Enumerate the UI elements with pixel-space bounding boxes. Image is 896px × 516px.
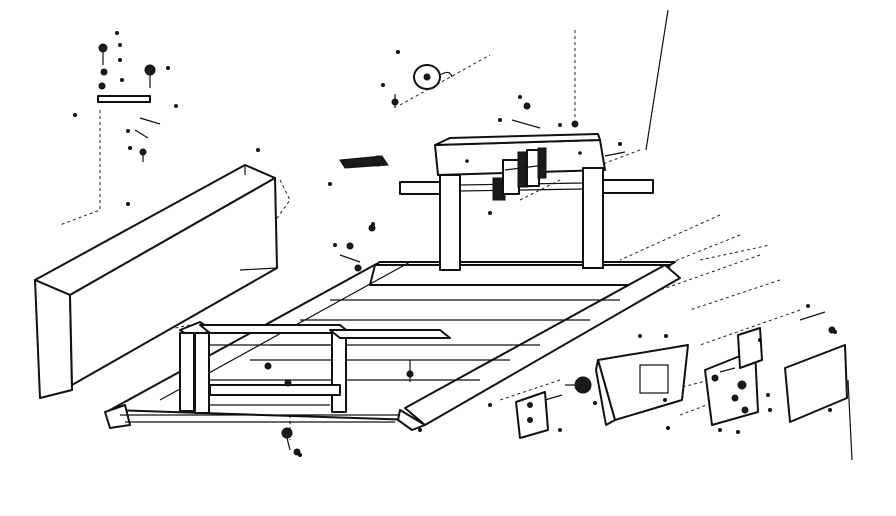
side-rail-cover	[34, 164, 278, 399]
callout-markers	[73, 31, 837, 457]
control-board	[704, 327, 763, 426]
front-cover-plate	[565, 344, 689, 426]
drive-bar	[339, 155, 389, 169]
switch-bracket	[515, 391, 563, 439]
page-border-lines	[645, 9, 853, 461]
hardware-top-left	[97, 43, 626, 162]
hardware-center	[264, 224, 414, 456]
motor-assembly	[492, 147, 547, 201]
pulley-part	[413, 64, 453, 90]
front-end-frame	[179, 321, 451, 414]
side-panel	[784, 311, 848, 423]
